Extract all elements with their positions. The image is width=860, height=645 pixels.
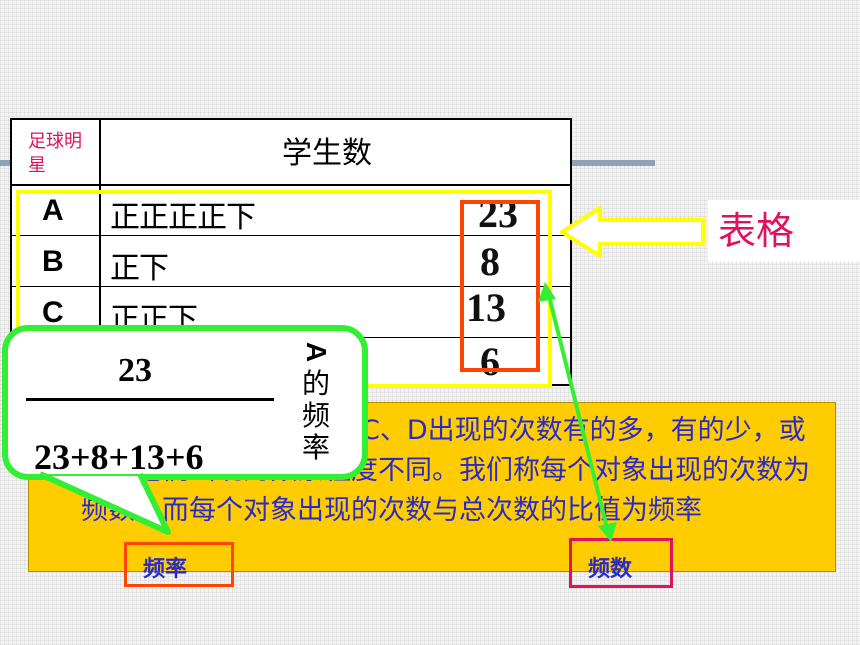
header-title: 学生数 [282, 136, 372, 171]
row-count: 23 [478, 191, 518, 236]
frequency-count-box: 频数 [569, 538, 673, 588]
vertical-label-letter: A [300, 341, 332, 363]
column-divider [99, 120, 101, 384]
speech-bubble [2, 325, 368, 480]
frequency-rate-box: 频率 [124, 542, 234, 587]
row-divider [12, 235, 570, 236]
vertical-label-text: 的频率 [301, 367, 330, 464]
row-tally: 正下 [110, 251, 169, 286]
highlight-box-counts [460, 200, 540, 372]
arrow-left-icon [558, 204, 705, 260]
table-callout-label: 表格 [708, 200, 860, 262]
row-count: 13 [466, 285, 506, 330]
row-tally: 正正正正下 [110, 200, 256, 235]
row-count: 6 [480, 339, 500, 384]
frequency-count-label: 频数 [588, 557, 633, 582]
row-divider [12, 286, 570, 287]
fraction-numerator: 23 [118, 352, 152, 389]
row-letter: C [42, 296, 64, 329]
header-label: 足球明星 [28, 131, 82, 176]
fraction-denominator: 23+8+13+6 [34, 437, 204, 477]
row-count: 8 [480, 239, 500, 284]
row-divider [12, 184, 570, 186]
row-letter: A [42, 194, 64, 227]
fraction-bar [26, 398, 274, 401]
frequency-rate-label: 频率 [143, 557, 188, 582]
row-letter: B [42, 245, 64, 278]
vertical-label: A 的频率 [296, 336, 336, 464]
